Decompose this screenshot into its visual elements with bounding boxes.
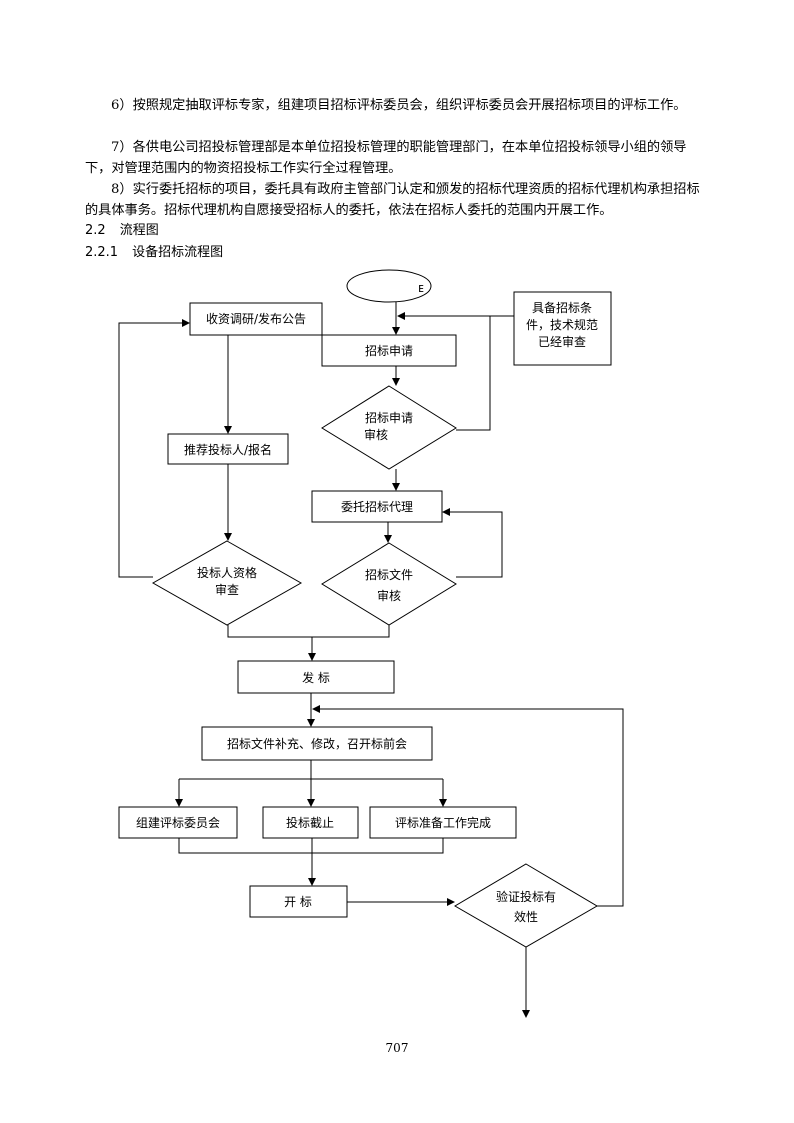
committee-box: 组建评标委员会 (118, 806, 238, 839)
page-number: 707 (385, 1041, 409, 1055)
apply-review-line-2: 审核 (364, 427, 388, 442)
supplement-box: 招标文件补充、修改，召开标前会 (201, 726, 433, 761)
bidder-review-line-1: 投标人资格 (197, 565, 257, 580)
paragraph-6: 6）按照规定抽取评标专家，组建项目招标评标委员会，组织评标委员会开展招标项目的评… (111, 98, 687, 113)
recommend-box: 推荐投标人/报名 (167, 433, 289, 465)
doc-review-line-2: 审核 (377, 588, 401, 603)
recommend-label: 推荐投标人/报名 (184, 442, 272, 457)
doc-review-diamond: 招标文件 审核 (321, 542, 457, 626)
subsection-title: 设备招标流程图 (132, 245, 224, 260)
start-label: ᴇ (418, 281, 424, 295)
open-box: 开 标 (249, 885, 348, 918)
bidder-review-diamond: 投标人资格 审查 (151, 540, 303, 626)
supplement-label: 招标文件补充、修改，召开标前会 (227, 736, 407, 751)
deadline-box: 投标截止 (262, 806, 359, 839)
verify-diamond: 验证投标有 效性 (454, 863, 598, 948)
apply-box: 招标申请 (321, 334, 457, 367)
collect-box: 收资调研/发布公告 (189, 302, 323, 336)
prep-done-label: 评标准备工作完成 (395, 815, 491, 830)
deadline-label: 投标截止 (286, 815, 334, 830)
subsection-number: 2.2.1 (85, 245, 119, 260)
condition-line-1: 具备招标条 (532, 301, 592, 315)
condition-line-2: 件，技术规范 (526, 317, 598, 332)
entrust-label: 委托招标代理 (341, 500, 413, 514)
apply-label: 招标申请 (365, 344, 413, 358)
issue-label: 发 标 (302, 670, 330, 685)
apply-review-line-1: 招标申请 (365, 411, 413, 425)
start-node: ᴇ (346, 269, 432, 303)
section-title: 流程图 (119, 223, 159, 238)
connectors (118, 302, 624, 1018)
verify-line-2: 效性 (514, 909, 538, 924)
collect-label: 收资调研/发布公告 (206, 311, 306, 326)
paragraph-8: 8）实行委托招标的项目，委托具有政府主管部门认定和颁发的招标代理资质的招标代理机… (85, 182, 700, 218)
entrust-box: 委托招标代理 (311, 490, 443, 523)
section-number: 2.2 (85, 223, 106, 238)
issue-box: 发 标 (237, 660, 395, 694)
committee-label: 组建评标委员会 (136, 816, 220, 830)
condition-box: 具备招标条 件，技术规范 已经审查 (513, 291, 612, 366)
condition-line-3: 已经审查 (538, 334, 586, 349)
doc-review-line-1: 招标文件 (365, 567, 413, 582)
bidder-review-line-2: 审查 (215, 582, 239, 597)
open-label: 开 标 (284, 895, 312, 909)
prep-done-box: 评标准备工作完成 (369, 806, 517, 839)
section-heading: 2.2 流程图 (85, 223, 159, 239)
verify-line-1: 验证投标有 (496, 889, 556, 904)
paragraph-7: 7）各供电公司招投标管理部是本单位招投标管理的职能管理部门，在本单位招投标领导小… (85, 140, 687, 176)
subsection-heading: 2.2.1 设备招标流程图 (85, 245, 223, 261)
apply-review-diamond: 招标申请 审核 (321, 385, 457, 470)
